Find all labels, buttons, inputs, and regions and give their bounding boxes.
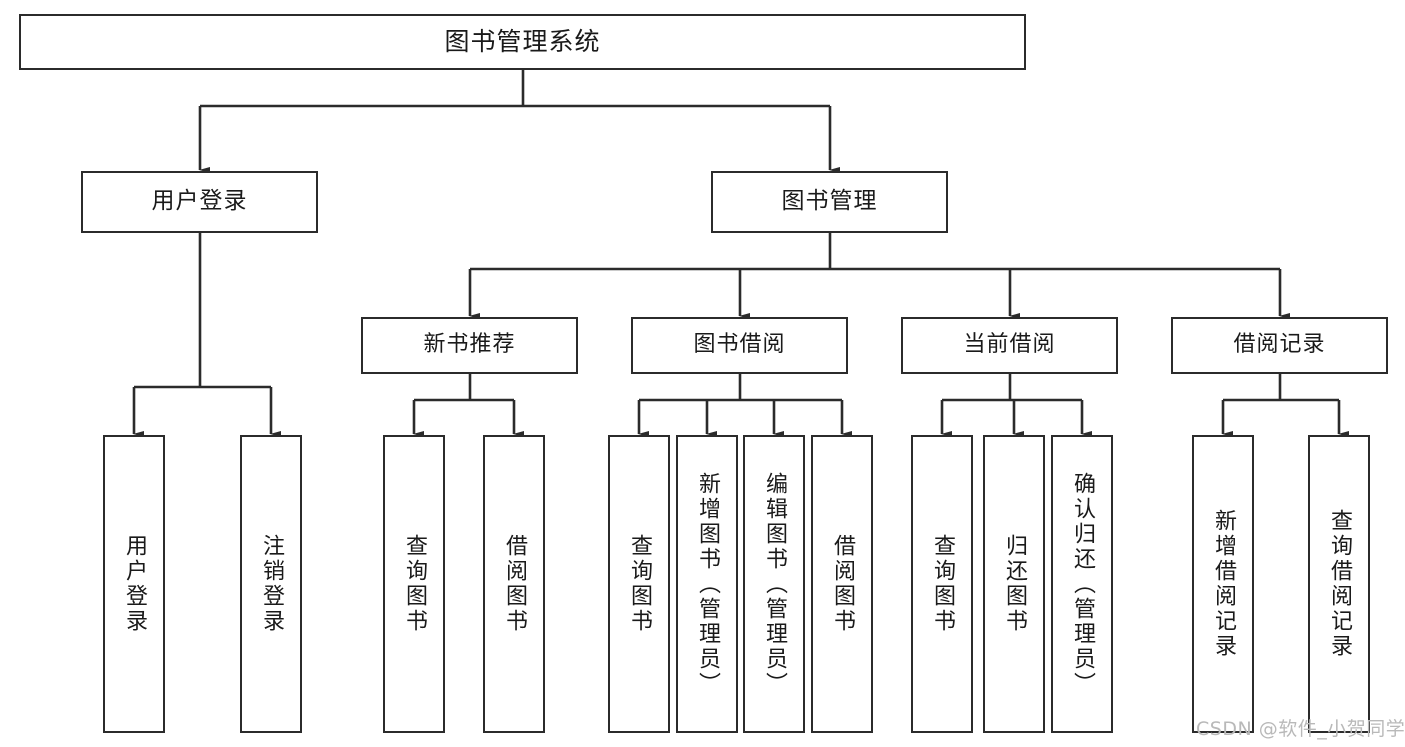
node-leaf-borrow-2[interactable]: 借阅图书 [811,435,873,733]
node-label-root: 图书管理系统 [444,27,601,56]
node-label-leaf-user-login: 用户登录 [122,534,147,634]
node-label-leaf-logout: 注销登录 [259,534,284,634]
node-leaf-borrow-1[interactable]: 借阅图书 [483,435,545,733]
node-leaf-return[interactable]: 归还图书 [983,435,1045,733]
node-label-leaf-confirm: 确认归还（管理员） [1070,471,1095,697]
node-leaf-qry-record[interactable]: 查询借阅记录 [1308,435,1370,733]
node-leaf-add-record[interactable]: 新增借阅记录 [1192,435,1254,733]
node-label-leaf-edit-book: 编辑图书（管理员） [762,471,787,697]
node-leaf-confirm[interactable]: 确认归还（管理员） [1051,435,1113,733]
node-leaf-add-book[interactable]: 新增图书（管理员） [676,435,738,733]
node-label-leaf-query-1: 查询图书 [402,534,427,634]
node-label-new-book-rec: 新书推荐 [423,332,516,358]
node-book-manage[interactable]: 图书管理 [711,171,948,233]
node-leaf-user-login[interactable]: 用户登录 [103,435,165,733]
node-label-borrow-record: 借阅记录 [1233,332,1326,358]
node-label-leaf-return: 归还图书 [1002,534,1027,634]
node-label-current-borrow: 当前借阅 [963,332,1056,358]
node-label-leaf-add-record: 新增借阅记录 [1211,509,1236,659]
node-label-leaf-qry-record: 查询借阅记录 [1327,509,1352,659]
node-leaf-query-2[interactable]: 查询图书 [608,435,670,733]
node-leaf-edit-book[interactable]: 编辑图书（管理员） [743,435,805,733]
node-label-book-borrow: 图书借阅 [693,332,786,358]
node-label-leaf-query-2: 查询图书 [627,534,652,634]
node-label-book-manage: 图书管理 [781,188,878,215]
node-label-leaf-borrow-1: 借阅图书 [502,534,527,634]
node-label-user-login: 用户登录 [151,188,248,215]
edge-group [132,70,1349,437]
node-label-leaf-borrow-2: 借阅图书 [830,534,855,634]
node-borrow-record[interactable]: 借阅记录 [1171,317,1388,374]
node-label-leaf-query-3: 查询图书 [930,534,955,634]
node-user-login[interactable]: 用户登录 [81,171,318,233]
node-current-borrow[interactable]: 当前借阅 [901,317,1118,374]
node-leaf-logout[interactable]: 注销登录 [240,435,302,733]
node-leaf-query-3[interactable]: 查询图书 [911,435,973,733]
node-leaf-query-1[interactable]: 查询图书 [383,435,445,733]
node-new-book-rec[interactable]: 新书推荐 [361,317,578,374]
node-book-borrow[interactable]: 图书借阅 [631,317,848,374]
node-root[interactable]: 图书管理系统 [19,14,1026,70]
node-label-leaf-add-book: 新增图书（管理员） [695,471,720,697]
csdn-watermark: CSDN @软件_小贺同学 [1196,718,1405,740]
